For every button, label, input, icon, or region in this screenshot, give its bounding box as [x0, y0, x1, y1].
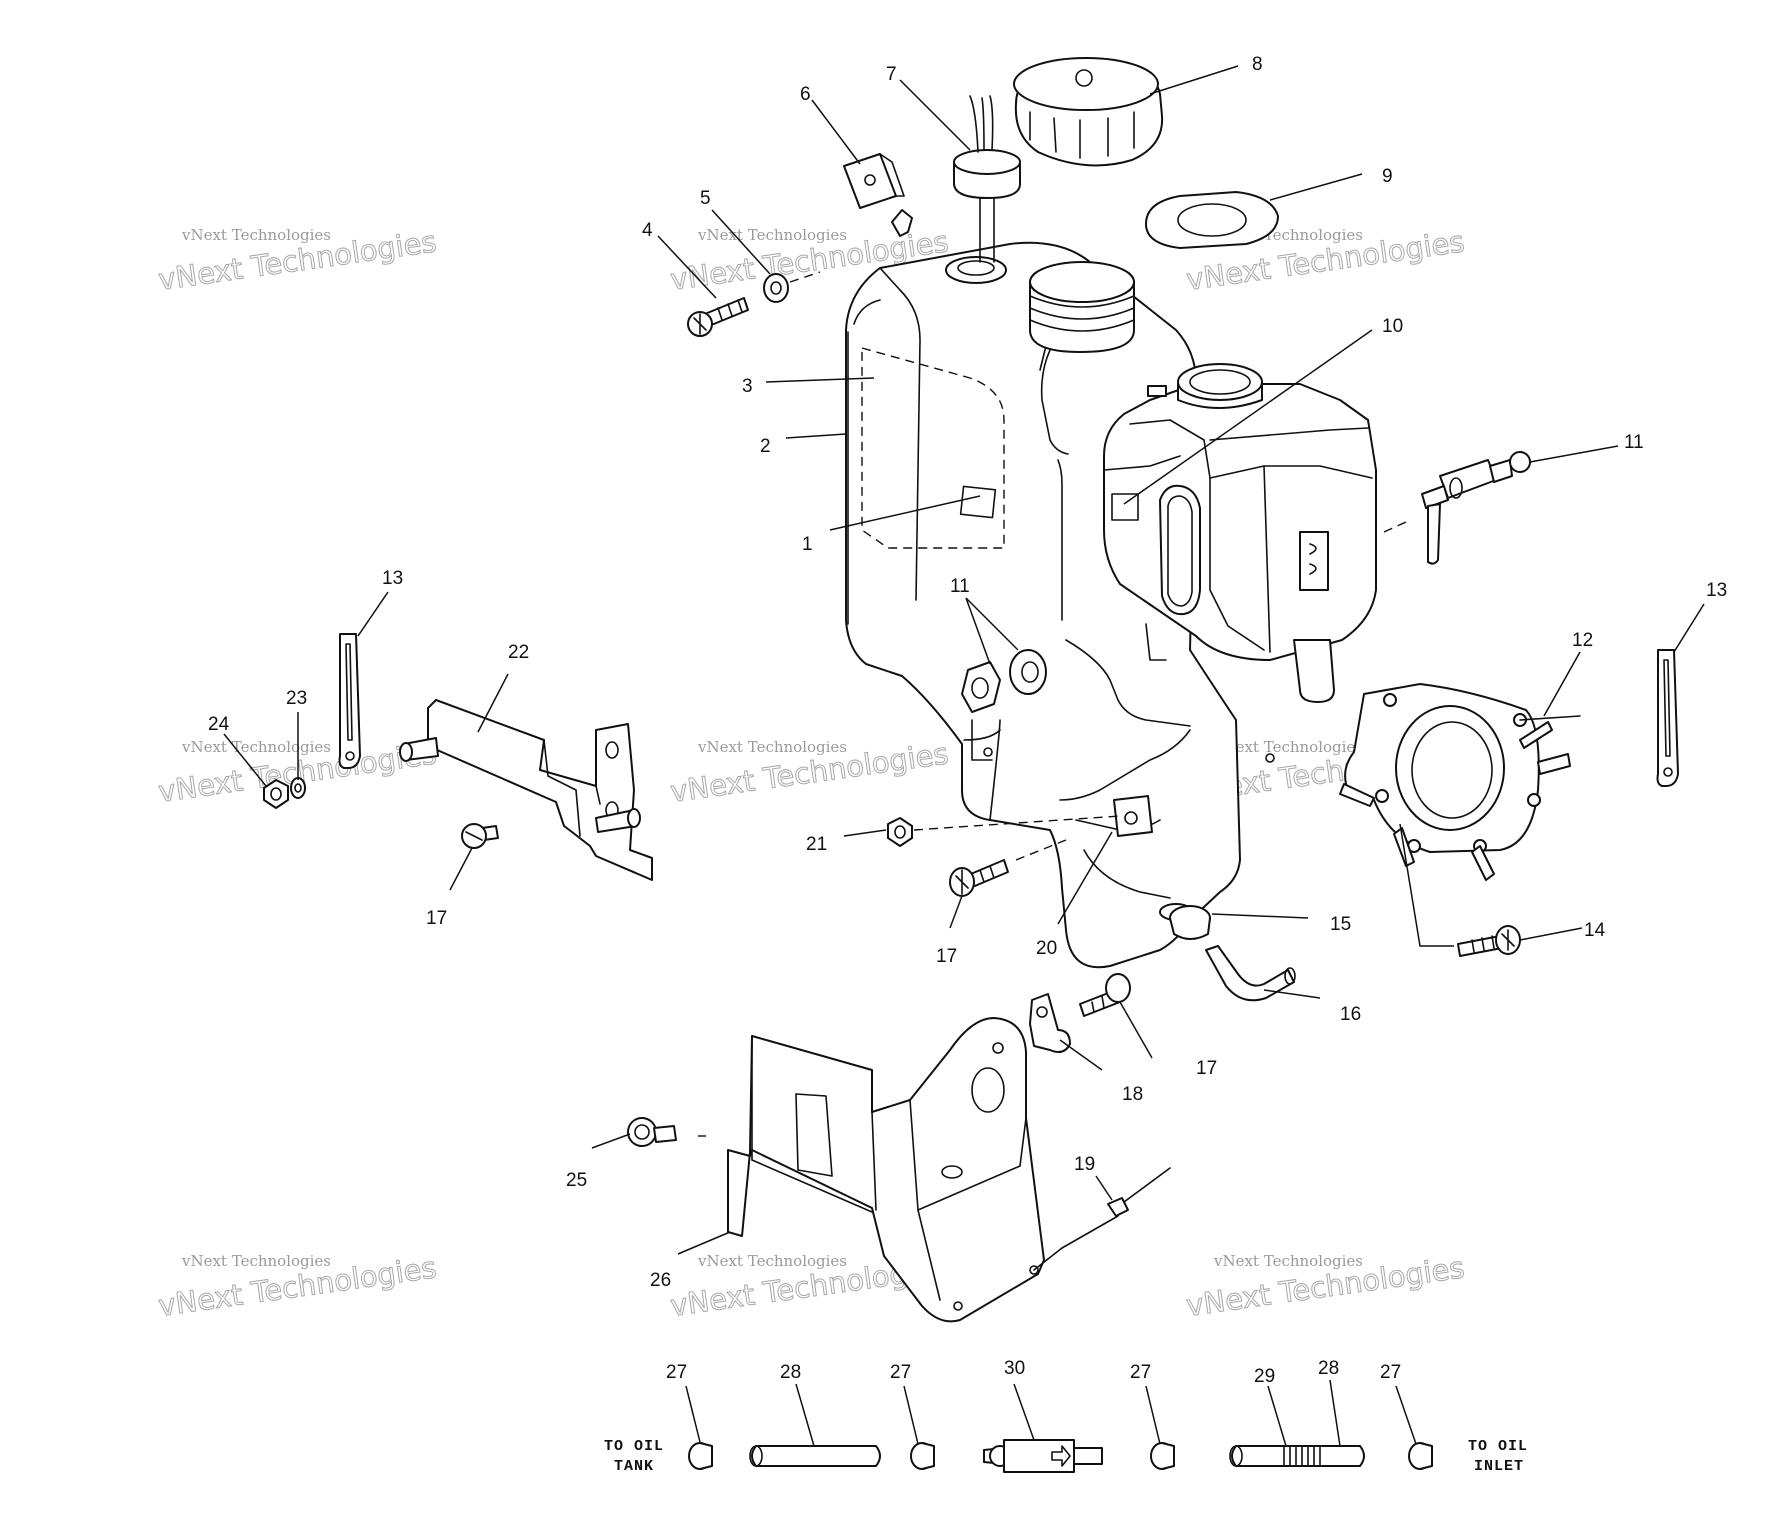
callout-2: 2: [760, 436, 771, 457]
svg-text:TANK: TANK: [614, 1458, 654, 1475]
lock-washer-5: [763, 271, 821, 303]
screw-25: [627, 1117, 706, 1147]
sight-strip-13-right: [1656, 649, 1679, 787]
leader-lines: [223, 65, 1705, 1447]
callout-22: 22: [508, 642, 529, 663]
callout-26: 26: [650, 1270, 671, 1291]
clip-part: [843, 153, 913, 237]
callout-25: 25: [566, 1170, 587, 1191]
hose-28-a: [749, 1445, 881, 1467]
callout-4: 4: [642, 220, 653, 241]
oil-pump: [1339, 683, 1581, 881]
reservoir-tank: [1103, 363, 1377, 703]
svg-text:vNext Technologies: vNext Technologies: [1213, 1252, 1363, 1270]
hose-clamp-27-c: [1150, 1442, 1175, 1470]
callout-5: 5: [700, 188, 711, 209]
callout-11-left: 11: [950, 576, 970, 597]
sight-strip-13-left: [338, 633, 361, 769]
watermark-mid-center: vNext Technologies vNext Technologies: [668, 736, 951, 810]
svg-text:TO OIL: TO OIL: [1468, 1438, 1528, 1455]
tie-strap-19: [1033, 1167, 1171, 1271]
callout-19: 19: [1074, 1154, 1095, 1175]
svg-text:TO OIL: TO OIL: [604, 1438, 664, 1455]
callout-7: 7: [886, 64, 897, 85]
svg-text:INLET: INLET: [1474, 1458, 1524, 1475]
oil-filter-30: [983, 1439, 1103, 1473]
cap-gasket: [1145, 191, 1279, 249]
screw-17-lower: [1079, 973, 1131, 1017]
callout-27-d: 27: [1380, 1362, 1401, 1383]
callout-27-c: 27: [1130, 1362, 1151, 1383]
screw-17-center: [949, 839, 1067, 897]
mounting-bracket-26: [727, 1017, 1045, 1323]
callout-8: 8: [1252, 54, 1263, 75]
callout-13-left: 13: [382, 568, 403, 589]
oil-level-sensor: [953, 95, 1021, 263]
hose-clamp-27-b: [910, 1442, 935, 1470]
callout-27-b: 27: [890, 1362, 911, 1383]
hose-clamp-27-d: [1408, 1442, 1433, 1470]
screw-14: [1457, 925, 1521, 957]
callout-28-a: 28: [780, 1362, 801, 1383]
callout-14: 14: [1584, 920, 1606, 941]
callout-6: 6: [800, 84, 811, 105]
bracket-22: [399, 699, 653, 881]
washer-11: [1009, 649, 1047, 695]
callout-12: 12: [1572, 630, 1593, 651]
nut-21: [887, 815, 1121, 847]
callout-27-a: 27: [666, 1362, 687, 1383]
svg-text:vNext Technologies: vNext Technologies: [697, 1252, 847, 1270]
watermark-top-left: vNext Technologies vNext Technologies: [156, 224, 439, 298]
svg-text:vNext Technologies: vNext Technologies: [697, 738, 847, 756]
callout-20: 20: [1036, 938, 1057, 959]
hose-28-b-with-spring-29: [1229, 1445, 1365, 1467]
grommet-15: [1169, 905, 1211, 940]
callout-11-right: 11: [1624, 432, 1644, 453]
clip-18: [1029, 993, 1071, 1053]
routing-label-oil-tank: TO OIL TANK: [604, 1438, 664, 1475]
screw-17-left: [461, 823, 499, 849]
callout-23: 23: [286, 688, 307, 709]
callout-17-left: 17: [426, 908, 447, 929]
callout-15: 15: [1330, 914, 1351, 935]
shutoff-valve: [1383, 451, 1531, 565]
callout-13-right: 13: [1706, 580, 1727, 601]
watermark-bottom-left: vNext Technologies vNext Technologies: [156, 1250, 439, 1324]
screw-4: [687, 297, 749, 337]
elbow-fitting-16: [1205, 945, 1296, 1002]
callout-18: 18: [1122, 1084, 1143, 1105]
nut-24: [263, 779, 289, 809]
callout-16: 16: [1340, 1004, 1361, 1025]
callout-9: 9: [1382, 166, 1393, 187]
watermark-bottom-right: vNext Technologies vNext Technologies: [1184, 1250, 1467, 1324]
routing-label-oil-inlet: TO OIL INLET: [1468, 1438, 1528, 1475]
svg-text:vNext Technologies: vNext Technologies: [181, 1252, 331, 1270]
filler-cap: [1013, 57, 1164, 167]
callout-30: 30: [1004, 1358, 1025, 1379]
hose-clamp-27-a: [688, 1442, 713, 1470]
callout-10: 10: [1382, 316, 1403, 337]
svg-text:vNext Technologies: vNext Technologies: [1213, 738, 1363, 756]
callout-21: 21: [806, 834, 827, 855]
callout-17-center: 17: [936, 946, 957, 967]
callout-17-lower: 17: [1196, 1058, 1217, 1079]
svg-text:vNext Technologies: vNext Technologies: [181, 738, 331, 756]
svg-text:vNext Technologies: vNext Technologies: [181, 226, 331, 244]
callout-1: 1: [802, 534, 813, 555]
oil-line-assembly: [688, 1439, 1433, 1473]
callout-24: 24: [208, 714, 230, 735]
callout-28-b: 28: [1318, 1358, 1339, 1379]
nut-11: [961, 661, 1001, 713]
callout-numbers: 1 2 3 4 5 6 7 8 9 10 11 11 12 13 13 14 1…: [208, 54, 1727, 1387]
washer-23: [290, 777, 306, 799]
callout-29: 29: [1254, 1366, 1275, 1387]
callout-3: 3: [742, 376, 753, 397]
svg-text:vNext Technologies: vNext Technologies: [697, 226, 847, 244]
